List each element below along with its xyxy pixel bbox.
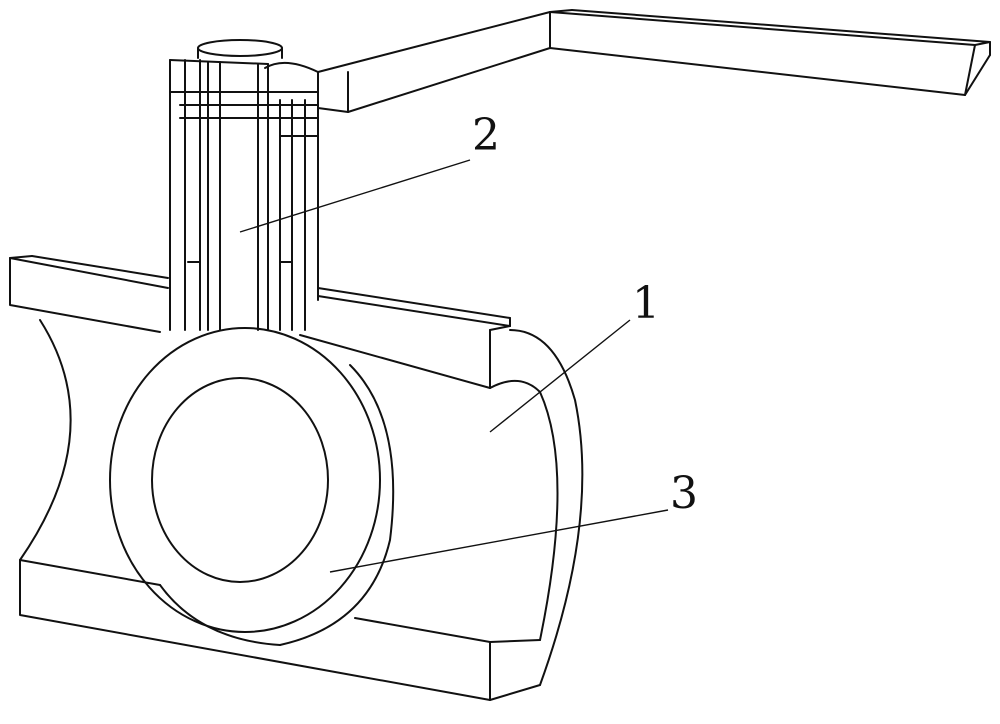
valve-disc xyxy=(109,327,395,646)
label-2: 2 xyxy=(472,110,500,161)
leader-lines xyxy=(239,159,669,573)
handle-lever xyxy=(317,9,991,113)
label-1: 1 xyxy=(632,278,660,329)
valve-body xyxy=(19,319,584,701)
top-flange xyxy=(9,255,511,389)
label-3: 3 xyxy=(670,468,698,519)
stem-housing xyxy=(169,59,319,331)
